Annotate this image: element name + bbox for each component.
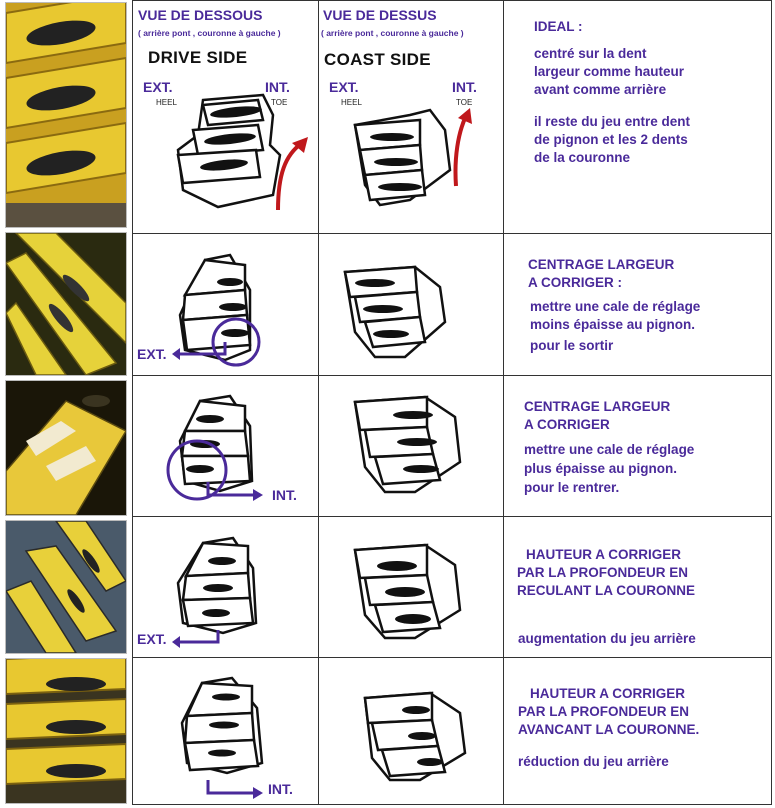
- row4-arrow-label: EXT.: [137, 631, 167, 647]
- row1-line7: de pignon et les 2 dents: [534, 132, 688, 147]
- row3-line0: CENTRAGE LARGEUR: [524, 399, 671, 414]
- col2-subtitle: ( arrière pont , couronne à gauche ): [321, 28, 464, 38]
- row1-line3: largeur comme hauteur: [534, 64, 685, 79]
- tooth-contact-pattern-icon: [343, 265, 447, 359]
- int-label: INT.: [452, 79, 477, 95]
- row4-line4: augmentation du jeu arrière: [518, 631, 696, 646]
- direction-arrow-icon: [276, 137, 308, 211]
- direction-arrow-icon: [206, 482, 263, 501]
- gear-photo-5: [5, 658, 127, 804]
- gear-photo-icon: [6, 233, 126, 375]
- tooth-contact-pattern-icon: [176, 93, 282, 209]
- row1-line6: il reste du jeu entre dent: [534, 114, 691, 129]
- toe-label: TOE: [271, 98, 288, 107]
- row4-line2: RECULANT LA COURONNE: [517, 583, 695, 598]
- row4-line1: PAR LA PROFONDEUR EN: [517, 565, 689, 580]
- heel-label: HEEL: [341, 98, 362, 107]
- coast-side-label: COAST SIDE: [324, 50, 431, 69]
- row3-line4: pour le rentrer.: [524, 480, 620, 495]
- row3-line2: mettre une cale de réglage: [524, 442, 695, 457]
- gear-photo-icon: [6, 3, 126, 227]
- drive-side-label: DRIVE SIDE: [148, 48, 248, 67]
- tooth-contact-pattern-icon: [353, 543, 462, 640]
- gear-photo-icon: [6, 659, 126, 803]
- row3-arrow-label: INT.: [272, 487, 297, 503]
- col1-title: VUE DE DESSOUS: [138, 7, 263, 23]
- gear-photo-icon: [6, 381, 126, 515]
- tooth-contact-pattern-icon: [178, 394, 254, 493]
- tooth-contact-pattern-icon: [178, 253, 252, 362]
- gear-photo-4: [5, 520, 127, 654]
- row2-line4: pour le sortir: [530, 338, 614, 353]
- row4-line0: HAUTEUR A CORRIGER: [526, 547, 681, 562]
- int-label: INT.: [265, 79, 290, 95]
- tooth-contact-pattern-icon: [363, 691, 467, 782]
- row1-line4: avant comme arrière: [534, 82, 667, 97]
- direction-arrow-icon: [172, 342, 227, 360]
- row2-line2: mettre une cale de réglage: [530, 299, 701, 314]
- heel-label: HEEL: [156, 98, 177, 107]
- row5-line0: HAUTEUR A CORRIGER: [530, 686, 685, 701]
- tooth-contact-pattern-icon: [176, 536, 258, 635]
- tooth-contact-pattern-icon: [353, 108, 452, 207]
- row3-line1: A CORRIGER: [524, 417, 610, 432]
- row3-line3: plus épaisse au pignon.: [524, 461, 678, 476]
- col2-title: VUE DE DESSUS: [323, 7, 437, 23]
- ext-label: EXT.: [143, 79, 173, 95]
- row5-line4: réduction du jeu arrière: [518, 754, 669, 769]
- direction-arrow-icon: [453, 108, 472, 187]
- row2-line0: CENTRAGE LARGEUR: [528, 257, 675, 272]
- row5-arrow-label: INT.: [268, 781, 293, 797]
- row5-line1: PAR LA PROFONDEUR EN: [518, 704, 690, 719]
- row2-arrow-label: EXT.: [137, 346, 167, 362]
- highlight-circle-icon: [211, 317, 261, 367]
- direction-arrow-icon: [206, 780, 263, 799]
- diagnosis-table: [132, 0, 772, 805]
- tooth-contact-pattern-icon: [353, 395, 462, 494]
- ext-label: EXT.: [329, 79, 359, 95]
- row2-line1: A CORRIGER :: [528, 275, 622, 290]
- direction-arrow-icon: [172, 630, 220, 648]
- gear-photo-icon: [6, 521, 126, 653]
- tooth-contact-pattern-icon: [180, 676, 264, 775]
- col1-subtitle: ( arrière pont , couronne à gauche ): [138, 28, 281, 38]
- toe-label: TOE: [456, 98, 473, 107]
- row5-line2: AVANCANT LA COURONNE.: [518, 722, 700, 737]
- gear-photo-2: [5, 232, 127, 376]
- row1-line2: centré sur la dent: [534, 46, 647, 61]
- highlight-circle-icon: [166, 439, 228, 501]
- row1-line8: de la couronne: [534, 150, 631, 165]
- row1-line0: IDEAL :: [534, 19, 583, 34]
- gear-photo-3: [5, 380, 127, 516]
- gear-photo-1: [5, 2, 127, 228]
- row2-line3: moins épaisse au pignon.: [530, 317, 696, 332]
